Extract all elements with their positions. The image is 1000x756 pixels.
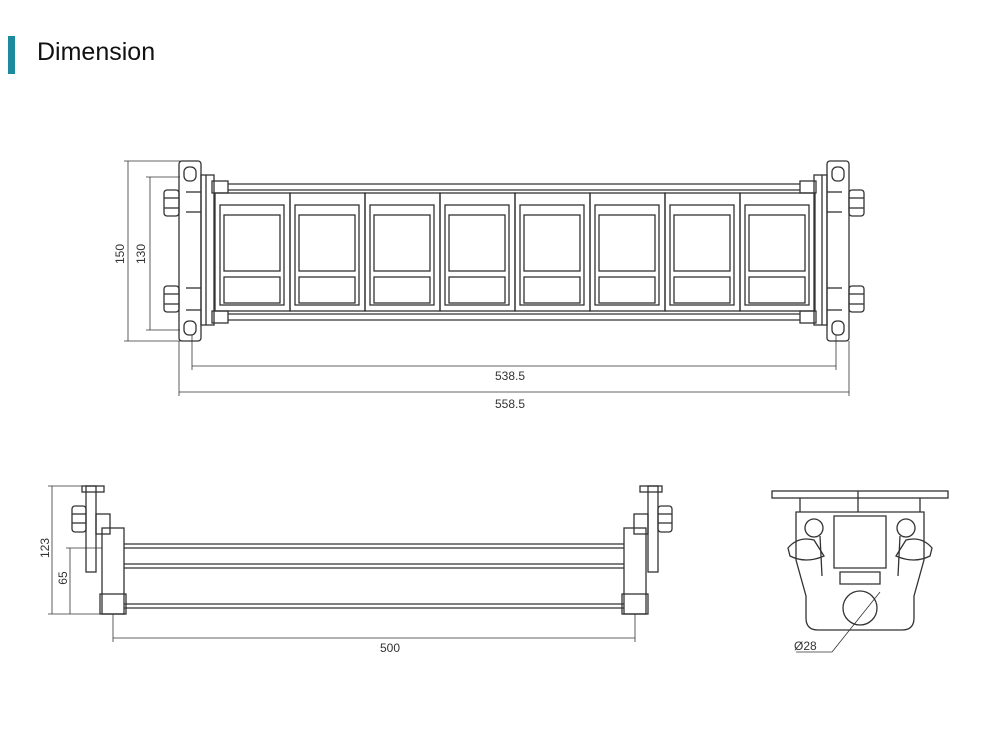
top-height-inner-label: 130	[134, 244, 148, 264]
front-view-dimensions	[48, 485, 636, 642]
top-view	[163, 160, 865, 342]
side-diameter-label: Ø28	[794, 639, 817, 653]
connector-module	[439, 192, 516, 312]
top-view-right-bracket	[799, 160, 865, 342]
connector-module	[664, 192, 741, 312]
top-width-inner-label: 538.5	[495, 369, 525, 383]
connector-module	[514, 192, 591, 312]
front-width-label: 500	[380, 641, 400, 655]
connector-module	[214, 192, 291, 312]
page-title: Dimension	[37, 38, 156, 66]
top-view-modules	[214, 192, 816, 312]
top-height-outer-label: 150	[113, 244, 127, 264]
top-view-dimensions	[124, 160, 850, 396]
side-view	[771, 490, 949, 631]
connector-module	[739, 192, 816, 312]
front-height-outer-label: 123	[38, 538, 52, 558]
connector-module	[289, 192, 366, 312]
top-view-left-bracket	[163, 160, 229, 342]
connector-module	[364, 192, 441, 312]
front-view	[71, 485, 673, 615]
title-accent-bar	[8, 36, 15, 74]
top-width-outer-label: 558.5	[495, 397, 525, 411]
connector-module	[589, 192, 666, 312]
front-height-inner-label: 65	[56, 571, 70, 585]
